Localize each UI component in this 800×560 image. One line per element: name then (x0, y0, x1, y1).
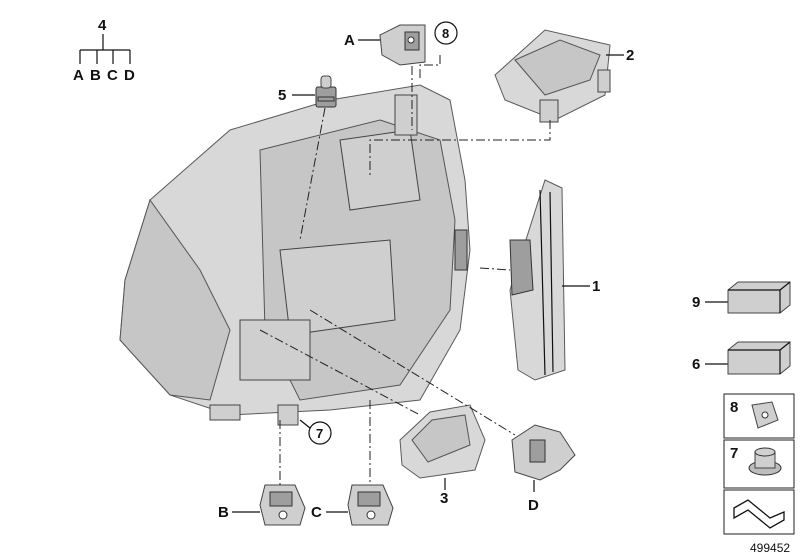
mount-part-b (259, 484, 306, 526)
callout-a-label: A (344, 32, 355, 49)
legend-7-label: 7 (730, 445, 738, 462)
callout-d: D (528, 480, 539, 514)
callout-1: 1 (562, 278, 600, 295)
callout-6-label: 6 (692, 356, 700, 373)
tree-child-d: D (124, 67, 135, 84)
part-tree-4: 4 A B C D (73, 17, 135, 84)
control-unit-part-2 (494, 29, 611, 123)
callout-2-label: 2 (626, 47, 634, 64)
callout-3-label: 3 (440, 490, 448, 507)
callout-5-label: 5 (278, 87, 286, 104)
headlight-housing (119, 84, 471, 426)
callout-a: A (344, 32, 380, 49)
module-part-3 (399, 404, 486, 479)
callout-7-label: 7 (316, 426, 323, 441)
mount-part-c (347, 484, 394, 526)
bracket-part-a (379, 24, 426, 66)
callout-1-label: 1 (592, 278, 600, 295)
callout-8-label: 8 (442, 26, 449, 41)
callout-c-label: C (311, 504, 322, 521)
tree-child-b: B (90, 67, 101, 84)
legend-box-8: 8 (723, 393, 795, 439)
callout-8: 8 (434, 21, 458, 45)
tree-root-label: 4 (98, 17, 107, 34)
callout-9-label: 9 (692, 294, 700, 311)
legend-box-7: 7 (723, 439, 795, 489)
callout-5: 5 (278, 87, 315, 104)
callout-3: 3 (440, 478, 448, 507)
callout-b: B (218, 504, 260, 521)
part-9-block: 9 (692, 281, 791, 314)
reference-number: 499452 (750, 541, 790, 555)
bracket-part-d (511, 424, 576, 481)
part-6-block: 6 (692, 341, 791, 375)
connector-part-5 (315, 75, 337, 108)
bracket-symbol-icon (733, 499, 785, 529)
leader-lines (259, 55, 551, 485)
callout-7: 7 (299, 419, 332, 445)
tree-child-c: C (107, 67, 118, 84)
callout-c: C (311, 504, 348, 521)
callout-2: 2 (606, 47, 634, 64)
callout-b-label: B (218, 504, 229, 521)
legend-box-symbol (723, 489, 795, 535)
legend-8-label: 8 (730, 399, 738, 416)
callout-d-label: D (528, 497, 539, 514)
tree-child-a: A (73, 67, 84, 84)
cover-part-1 (509, 179, 566, 381)
